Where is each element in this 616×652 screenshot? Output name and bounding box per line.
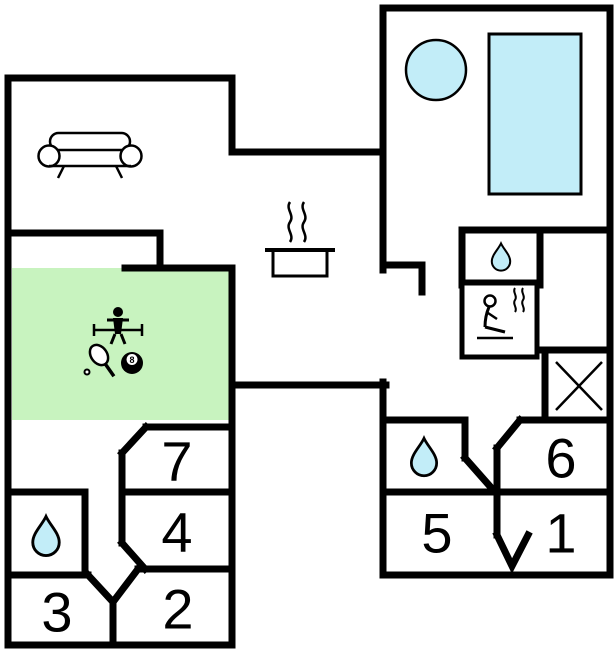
eight-ball-label: 8 xyxy=(129,355,134,365)
room-1-label: 1 xyxy=(545,502,576,565)
foosball-player-icon xyxy=(92,307,144,345)
room-labels: 7 4 2 3 5 6 1 xyxy=(41,427,576,644)
sofa-icon xyxy=(37,131,143,179)
icons-layer: 8 xyxy=(31,131,603,557)
room-3-label: 3 xyxy=(41,581,72,644)
steam-lines-icon xyxy=(287,201,307,243)
swimming-pool-icon xyxy=(487,32,583,196)
whirlpool-icon xyxy=(404,38,468,102)
walls-layer xyxy=(4,4,614,649)
left-interior-walls xyxy=(4,229,236,649)
cooking-pot-icon xyxy=(265,201,335,278)
x-mark-icon xyxy=(555,361,603,411)
room-6-label: 6 xyxy=(545,427,576,490)
sauna-icon xyxy=(477,287,525,340)
room-5-label: 5 xyxy=(421,502,452,565)
eight-ball-icon: 8 xyxy=(121,352,143,374)
room-4-label: 4 xyxy=(161,501,192,564)
room-7-label: 7 xyxy=(161,430,192,493)
outer-walls xyxy=(4,4,614,649)
sauna-room-wall xyxy=(459,280,540,360)
room-2-label: 2 xyxy=(162,578,193,641)
table-tennis-paddle-icon xyxy=(83,343,116,378)
game-room-floor xyxy=(12,268,229,420)
